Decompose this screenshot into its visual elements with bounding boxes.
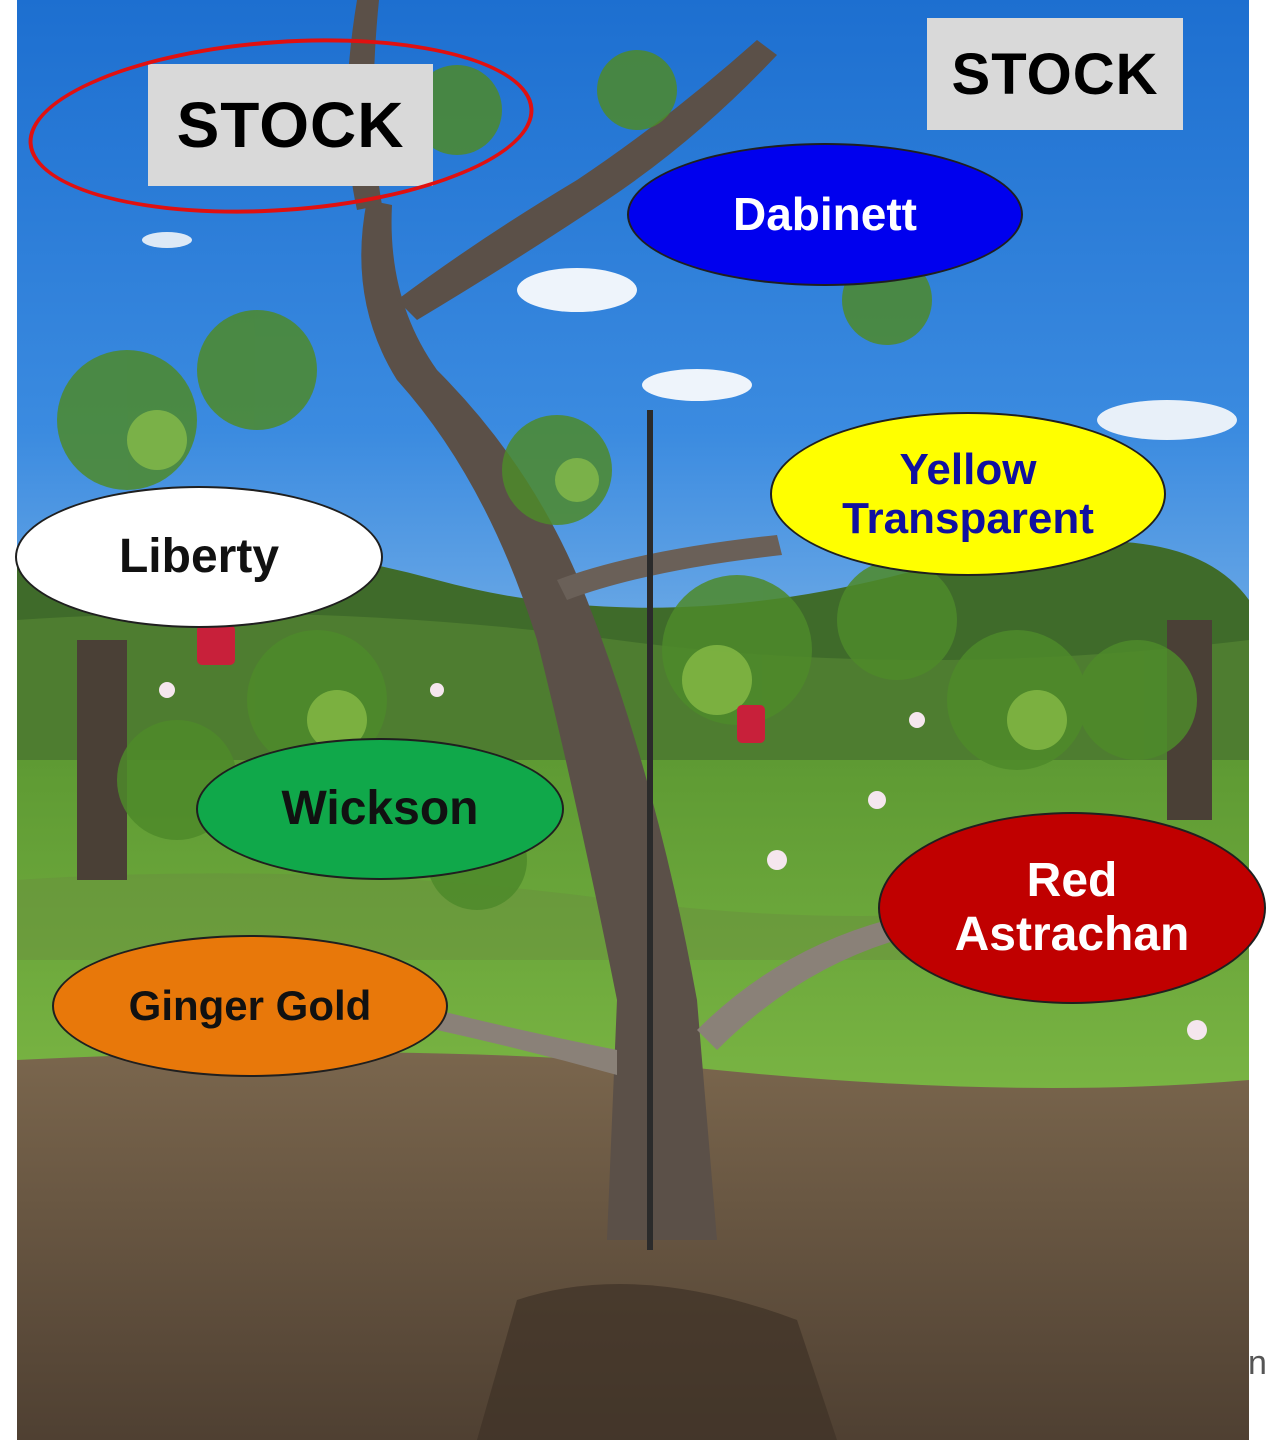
stock-left-text: STOCK	[176, 89, 405, 161]
yellow-transparent-line1: Yellow	[899, 444, 1037, 494]
red-astrachan-line1: Red	[1026, 854, 1118, 908]
liberty-text: Liberty	[118, 530, 280, 584]
red-astrachan-oval: Red Astrachan	[878, 812, 1266, 1004]
yellow-transparent-oval: Yellow Transparent	[770, 412, 1166, 576]
cropped-edge-text: n	[1248, 1344, 1267, 1382]
wickson-oval: Wickson	[196, 738, 564, 880]
red-astrachan-line2: Astrachan	[954, 908, 1190, 961]
wickson-text: Wickson	[281, 782, 479, 836]
stock-right-text: STOCK	[951, 41, 1159, 107]
dabinett-text: Dabinett	[733, 187, 917, 240]
ginger-gold-oval: Ginger Gold	[52, 935, 448, 1077]
dabinett-oval: Dabinett	[627, 143, 1023, 286]
ginger-gold-text: Ginger Gold	[128, 982, 372, 1030]
yellow-transparent-line2: Transparent	[842, 494, 1094, 543]
stock-label-right: STOCK	[927, 18, 1183, 130]
liberty-oval: Liberty	[15, 486, 383, 628]
stock-label-left: STOCK	[148, 64, 433, 186]
